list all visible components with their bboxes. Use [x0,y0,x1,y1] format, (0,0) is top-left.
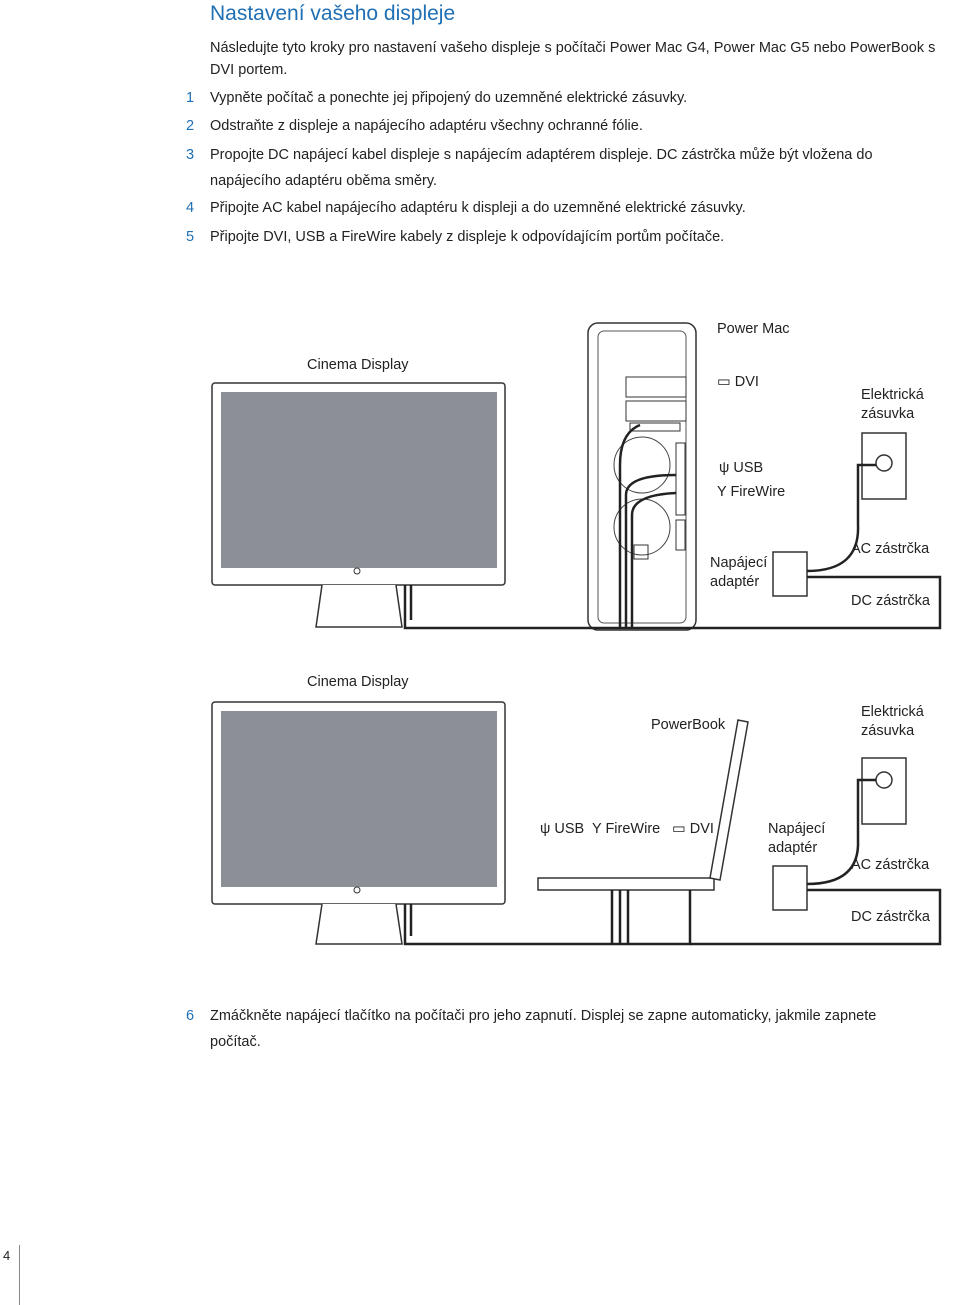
power-mac-diagram [211,322,942,631]
adapter-label: Napájecí adaptér [768,821,826,856]
step-text: Odstraňte z displeje a napájecího adapté… [210,118,643,134]
cinema-display-label: Cinema Display [307,674,409,690]
adapter-image [772,865,808,911]
step-number: 5 [186,229,195,245]
cinema-display-image [211,701,506,945]
adapter-label: Napájecí adaptér [710,555,768,590]
power-mac-tower-image [587,322,697,631]
outlet-label: Elektrická zásuvka [861,704,924,739]
usb-icon: ψ [540,821,555,837]
ac-plug-label: AC zástrčka [851,541,930,557]
outlet-label: Elektrická zásuvka [861,387,924,422]
powerbook-diagram [211,701,942,946]
intro-text: Následujte tyto kroky pro nastavení vaše… [210,40,936,78]
dvi-icon: ▭ [672,821,690,837]
firewire-icon: Y [592,821,606,837]
apple-logo-icon [353,886,361,894]
dc-plug-label: DC zástrčka [851,593,930,609]
firewire-label: Y FireWire [717,484,786,500]
step-number: 1 [186,90,195,106]
cinema-display-image [211,382,506,628]
ac-plug-label: AC zástrčka [851,857,930,873]
adapter-image [772,551,808,597]
dc-plug-label: DC zástrčka [851,909,930,925]
dvi-label: ▭ DVI [672,821,714,837]
page-title: Nastavení vašeho displeje [210,2,456,25]
usb-icon: ψ [719,460,734,476]
powerbook-label: PowerBook [651,717,726,733]
page-rule [19,1245,20,1305]
usb-label: ψ USB [719,460,764,476]
firewire-icon: Y [717,484,731,500]
dvi-label: ▭ DVI [717,374,759,390]
step-number: 3 [186,147,195,163]
step-text: Propojte DC napájecí kabel displeje s na… [210,147,873,189]
power-mac-label: Power Mac [717,321,790,337]
dvi-icon: ▭ [717,374,735,390]
step-number: 6 [186,1008,195,1024]
usb-label: ψ USB [540,821,585,837]
step-text: Zmáčkněte napájecí tlačítko na počítači … [210,1008,877,1050]
apple-logo-icon [353,567,361,575]
outlet-socket-icon [875,454,893,472]
step-text: Připojte AC kabel napájecího adaptéru k … [210,200,746,216]
cinema-display-label: Cinema Display [307,357,409,373]
step-number: 4 [186,200,195,216]
step-text: Připojte DVI, USB a FireWire kabely z di… [210,229,725,245]
step-text: Vypněte počítač a ponechte jej připojený… [210,90,688,106]
step-number: 2 [186,118,195,134]
outlet-image [861,757,907,825]
firewire-label: Y FireWire [592,821,661,837]
powerbook-image [537,719,749,891]
page-number: 4 [3,1248,11,1263]
